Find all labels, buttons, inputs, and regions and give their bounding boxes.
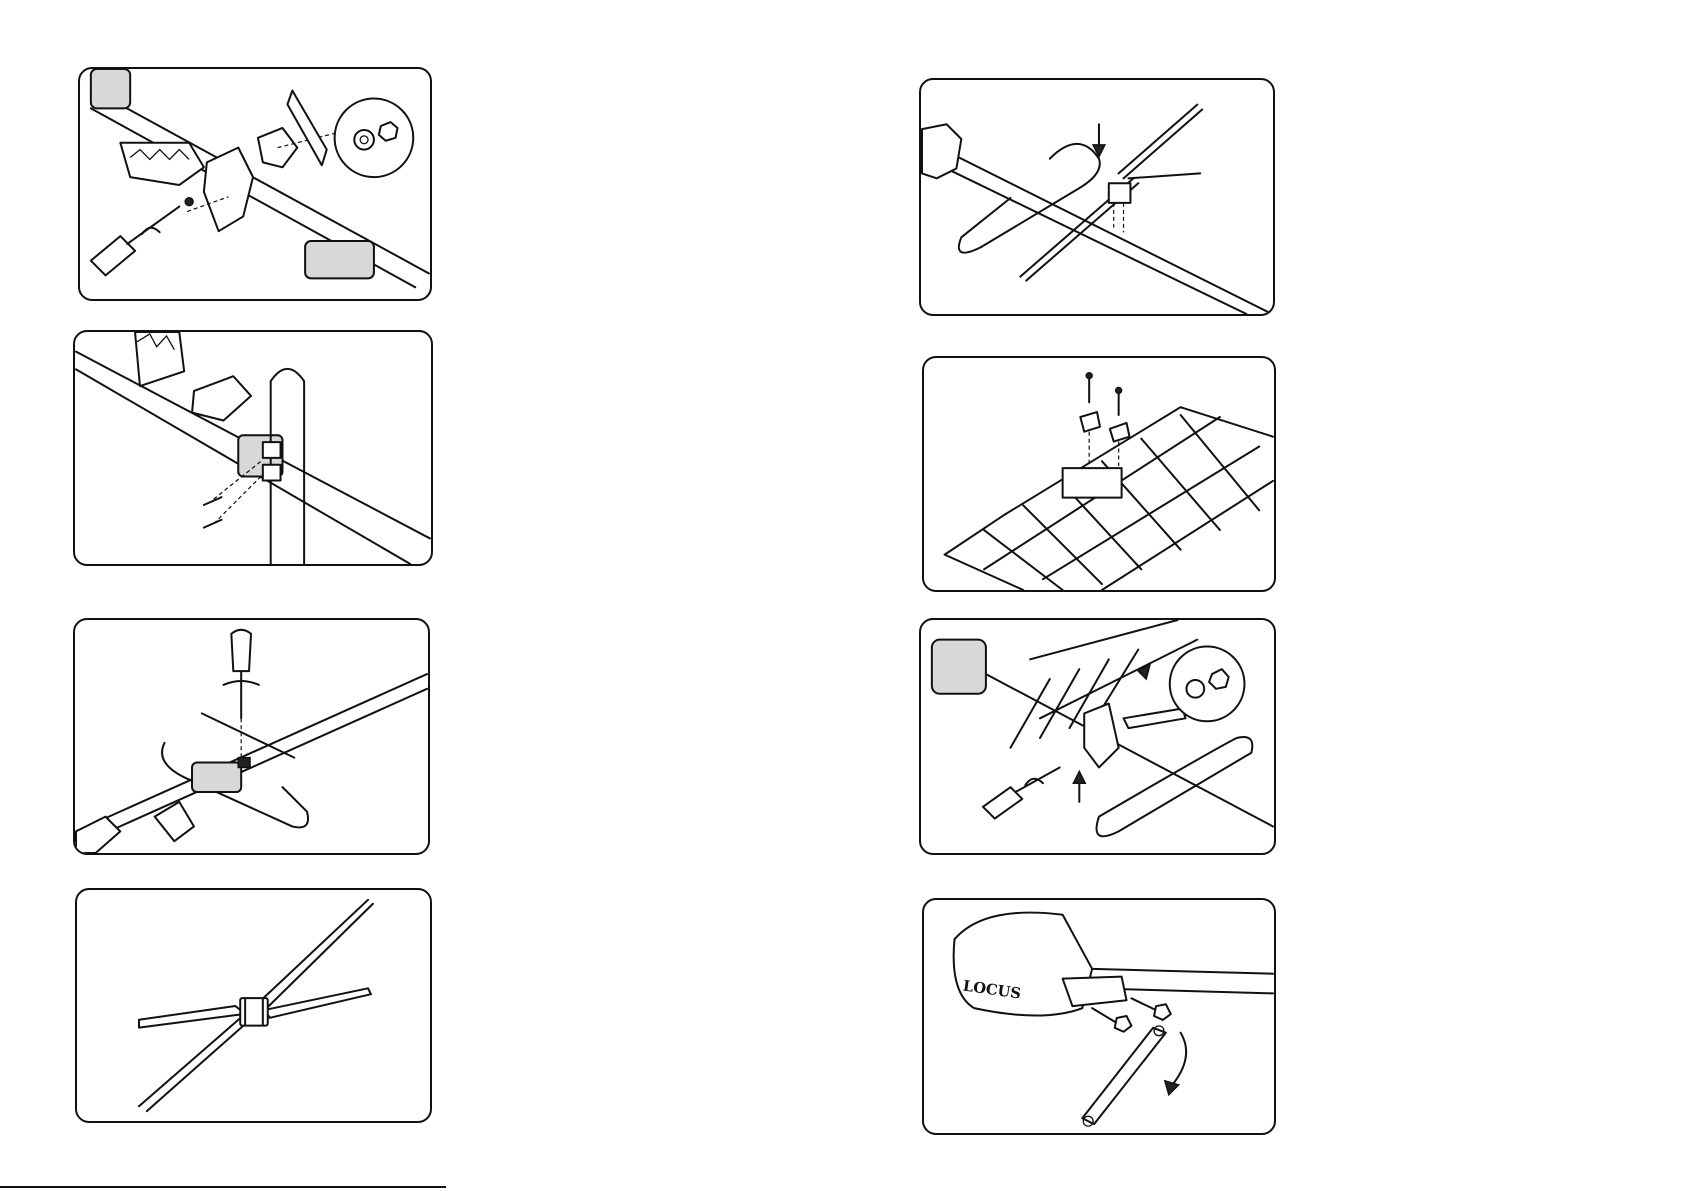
- up-arrow-icon: [1073, 771, 1085, 801]
- screwdriver-icon: [983, 767, 1060, 818]
- illustration-fasten-clip: [75, 620, 428, 853]
- illustration-attach-element: [75, 332, 431, 564]
- illustration-v-element: [77, 890, 430, 1121]
- step-panel-place-v-element: [919, 78, 1275, 316]
- page-footer-rule: [0, 1186, 446, 1188]
- rotate-arrow-icon: [142, 228, 160, 234]
- nut-washer-detail-icon: [335, 98, 414, 177]
- step-panel-v-element: [75, 888, 432, 1123]
- step-panel-reflector: [922, 356, 1276, 592]
- nut-washer-detail-icon: [1170, 647, 1245, 722]
- illustration-final-assembly: [921, 620, 1274, 853]
- illustration-reflector: [924, 358, 1274, 590]
- illustration-amplifier-housing: LOCUS: [924, 900, 1274, 1133]
- illustration-place-v-element: [921, 80, 1273, 314]
- step-panel-fasten-clip: [73, 618, 430, 855]
- curved-arrow-icon: [1165, 1033, 1186, 1095]
- step-panel-mount-bracket: [78, 67, 432, 301]
- step-panel-final-assembly: [919, 618, 1276, 855]
- illustration-mount-bracket: [80, 69, 430, 299]
- step-panel-attach-element: [73, 330, 433, 566]
- screwdriver-icon: [91, 207, 179, 276]
- screwdriver-icon: [231, 630, 251, 718]
- step-panel-amplifier-housing: LOCUS: [922, 898, 1276, 1135]
